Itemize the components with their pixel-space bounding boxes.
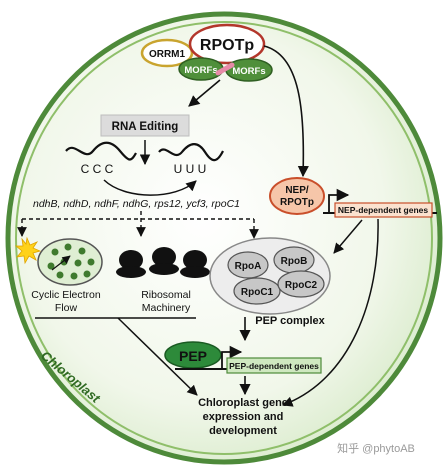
ribosomal-label-2: Machinery xyxy=(142,302,191,314)
pep-node: PEP xyxy=(164,341,222,369)
edited-genes-label: ndhB, ndhD, ndhF, ndhG, rps12, ycf3, rpo… xyxy=(33,198,240,210)
cyclic-flow-label-2: Flow xyxy=(55,302,78,314)
rpoa-label: RpoA xyxy=(235,261,262,272)
rpob-label: RpoB xyxy=(281,256,308,267)
rpotp-node: RPOTp xyxy=(188,23,266,65)
nep-label-1: NEP/ xyxy=(285,185,309,196)
orrm1-label: ORRM1 xyxy=(149,49,186,60)
gene-targets-dashed xyxy=(17,211,259,239)
orrm1-node: ORRM1 xyxy=(140,38,194,68)
watermark: 知乎 @phytoAB xyxy=(337,441,415,455)
rpoc1-label: RpoC1 xyxy=(241,287,274,298)
outcome-label-1: Chloroplast gene xyxy=(198,397,288,409)
arrow-nep-to-pep-complex xyxy=(333,219,363,254)
thylakoid-icon xyxy=(37,238,103,286)
rna-strand-after xyxy=(158,143,224,162)
before-edit-label: C C C xyxy=(81,162,114,176)
arrow-rpotp-to-nep xyxy=(263,45,309,178)
nep-rpotp-node: NEP/ RPOTp xyxy=(269,177,325,215)
morfs-link xyxy=(215,62,235,76)
morfs-left-node: MORFs xyxy=(178,57,224,81)
nep-label-2: RPOTp xyxy=(280,197,314,208)
arrow-nep-to-outcome xyxy=(282,218,379,407)
rpotp-label: RPOTp xyxy=(200,37,254,54)
rpoc2-label: RpoC2 xyxy=(285,280,318,291)
after-edit-label: U U U xyxy=(174,162,207,176)
arrow-cyclic-ribo-to-outcome xyxy=(117,317,198,396)
morfs-right-node: MORFs xyxy=(225,58,273,82)
pep-complex: RpoA RpoB RpoC1 RpoC2 xyxy=(209,237,331,315)
outcome-label-2: expression and xyxy=(203,411,284,423)
pep-genes-box: PEP-dependent genes xyxy=(226,357,322,374)
pep-genes-label: PEP-dependent genes xyxy=(229,361,319,371)
rna-editing-box: RNA Editing xyxy=(100,114,190,137)
arrow-before-to-after xyxy=(103,179,197,196)
pep-complex-label: PEP complex xyxy=(255,315,325,327)
ribosomal-label-1: Ribosomal xyxy=(141,289,191,301)
pep-label: PEP xyxy=(179,348,207,364)
morfs-left-label: MORFs xyxy=(184,65,217,76)
ribosome-icons xyxy=(116,247,210,278)
rna-editing-label: RNA Editing xyxy=(112,121,179,133)
arrow-complex-to-editing xyxy=(188,79,221,107)
rna-strand-before xyxy=(65,141,137,161)
cyclic-flow-label-1: Cyclic Electron xyxy=(31,289,101,301)
nep-genes-label: NEP-dependent genes xyxy=(338,205,428,215)
outcome-label-3: development xyxy=(209,425,277,437)
nep-genes-box: NEP-dependent genes xyxy=(334,202,433,218)
light-flash-icon xyxy=(14,236,42,265)
morfs-right-label: MORFs xyxy=(232,66,265,77)
chloroplast-envelope xyxy=(5,11,443,465)
